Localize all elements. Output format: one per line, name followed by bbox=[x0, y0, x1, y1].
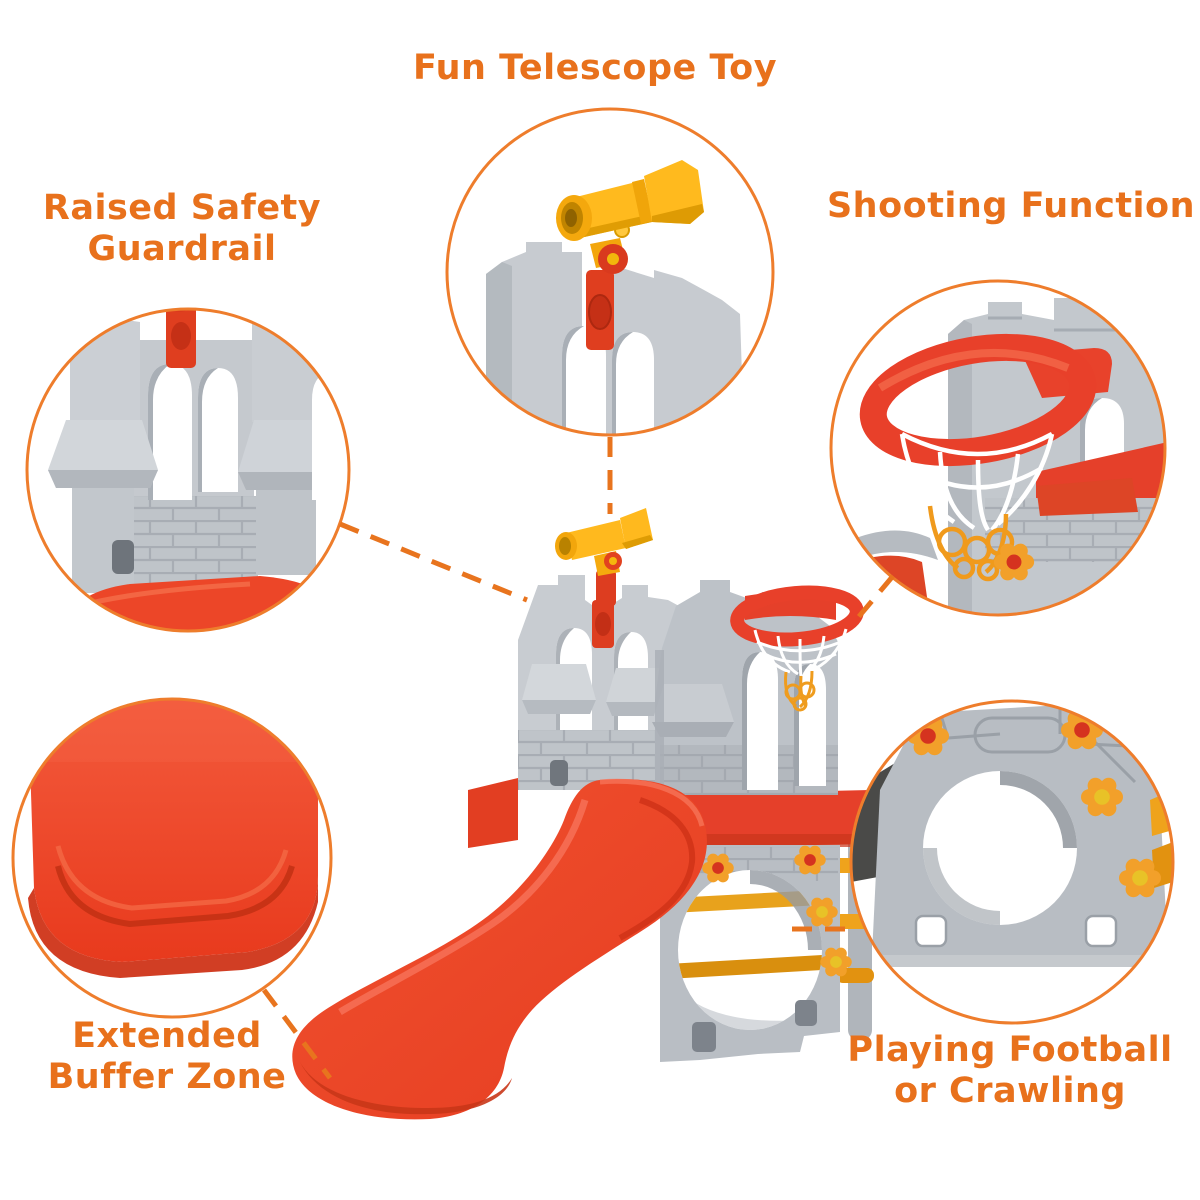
basketball-hoop bbox=[730, 585, 864, 712]
inset-telescope bbox=[445, 107, 775, 437]
telescope-toy bbox=[555, 508, 653, 606]
leader-line-shooting bbox=[854, 574, 895, 622]
platform-left-guard bbox=[468, 778, 518, 848]
slide-platform bbox=[655, 790, 870, 848]
inset-buffer bbox=[11, 697, 333, 1019]
platform-shadow bbox=[655, 834, 870, 847]
leader-line-guardrail bbox=[339, 521, 528, 603]
buffer-label-line1: Extended bbox=[72, 1016, 262, 1056]
crawl-label-line1: Playing Football bbox=[847, 1030, 1173, 1070]
callout-label-shooting: Shooting Function bbox=[826, 186, 1196, 226]
main-product bbox=[292, 508, 874, 1120]
guardrail-label-line1: Raised Safety bbox=[42, 188, 322, 228]
red-slide bbox=[292, 778, 707, 1120]
hoop-net-orange bbox=[784, 670, 816, 712]
rear-castle-wall bbox=[518, 575, 702, 790]
buffer-label-line2: Buffer Zone bbox=[47, 1056, 287, 1097]
inset-shooting bbox=[829, 279, 1167, 617]
hoop-net-white bbox=[753, 628, 848, 677]
inset-circle-outline bbox=[849, 699, 1175, 1025]
guardrail-label-line2: Guardrail bbox=[87, 228, 277, 269]
callout-label-telescope: Fun Telescope Toy bbox=[412, 48, 778, 88]
crawl-label-line2: or Crawling bbox=[894, 1070, 1126, 1111]
inset-circle-outline bbox=[25, 307, 351, 633]
inset-net-orange bbox=[927, 505, 1015, 582]
inset-circle-outline bbox=[445, 107, 775, 437]
leader-line-buffer bbox=[262, 988, 332, 1080]
inset-guardrail bbox=[25, 307, 351, 633]
inset-crawl bbox=[849, 699, 1175, 1025]
inset-circle-outline bbox=[829, 279, 1167, 617]
inset-circle-outline bbox=[11, 697, 333, 1019]
